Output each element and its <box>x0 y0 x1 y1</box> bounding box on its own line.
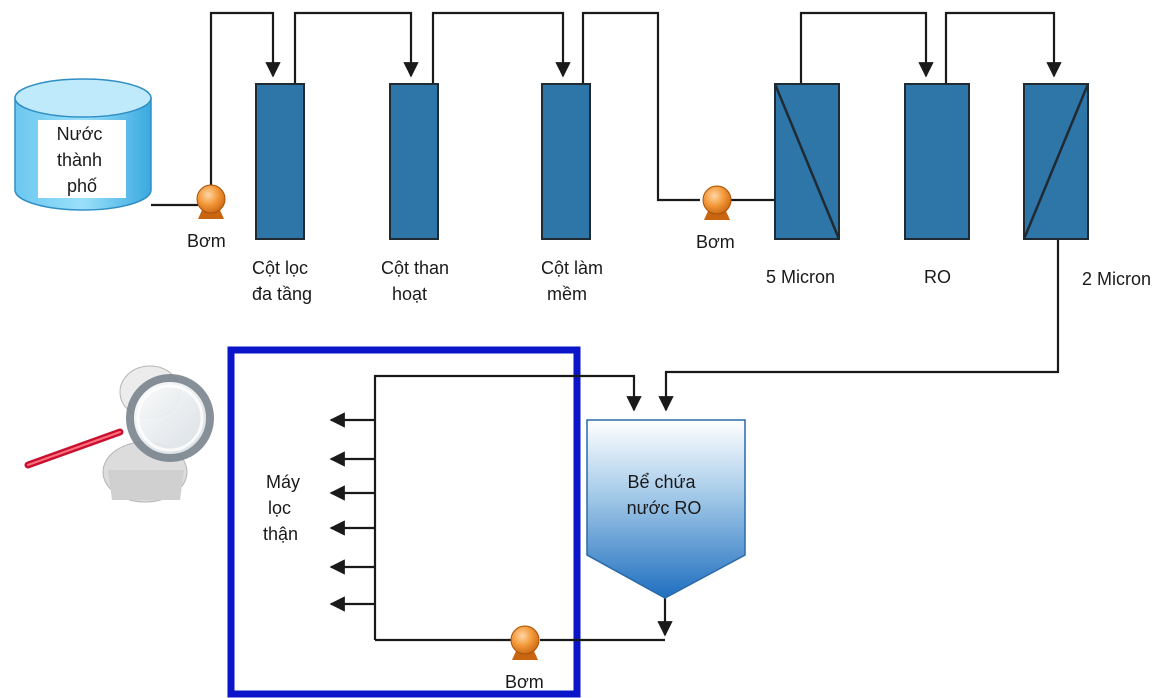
dialysis-highlight-box <box>227 346 581 698</box>
multimedia-label: Cột lọc đa tầng <box>252 258 313 304</box>
activated-carbon-column <box>389 83 439 240</box>
pump-3-label: Bơm <box>505 672 544 692</box>
softener-column <box>541 83 591 240</box>
tank-label: Nước thành phố <box>57 124 108 196</box>
city-water-tank: Nước thành phố <box>14 78 152 211</box>
dialysis-machine-label: Máy lọc thận <box>263 472 305 544</box>
pump-1-label: Bơm <box>187 231 226 251</box>
micron-5-filter <box>773 83 841 240</box>
carbon-label: Cột than hoạt <box>381 258 454 304</box>
distribution-loop <box>329 374 673 642</box>
ro-storage-tank: Bể chứa nước RO <box>586 419 746 599</box>
pump-3: Bơm <box>505 625 544 692</box>
micron-2-filter <box>1022 83 1090 240</box>
pump-2: Bơm <box>696 185 735 252</box>
softener-label: Cột làm mềm <box>541 258 608 304</box>
upper-pipes <box>151 11 1062 412</box>
multimedia-filter-column <box>255 83 305 240</box>
pump-2-label: Bơm <box>696 232 735 252</box>
pump-1: Bơm <box>187 184 226 251</box>
ro-tank-label: Bể chứa nước RO <box>627 472 702 518</box>
micron-2-label: 2 Micron <box>1082 269 1151 289</box>
ro-membrane <box>904 83 970 240</box>
magnifier-person-icon <box>24 365 214 503</box>
micron-5-label: 5 Micron <box>766 267 835 287</box>
ro-label: RO <box>924 267 951 287</box>
